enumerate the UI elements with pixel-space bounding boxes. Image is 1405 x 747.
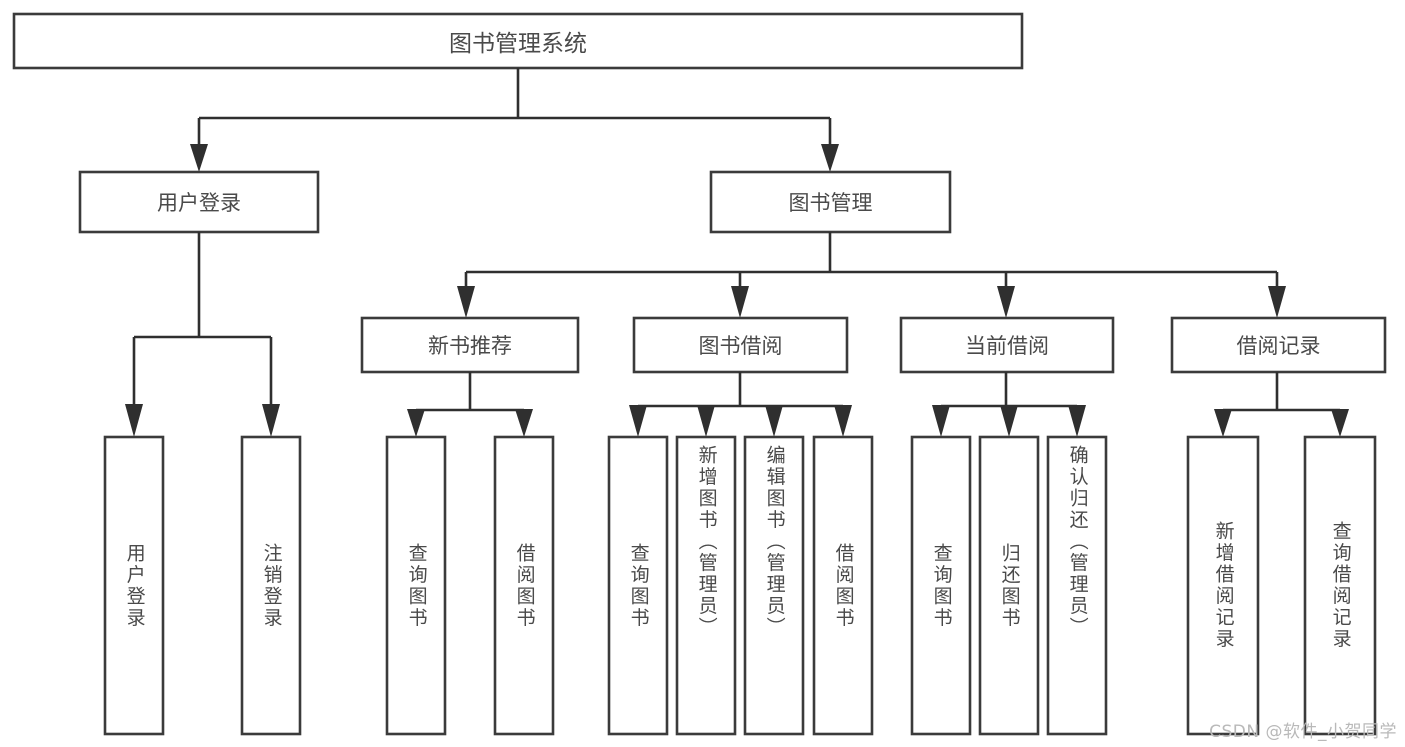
node-leaf-add-book[interactable] <box>675 435 737 736</box>
arrow-head-icon-book-borrow-leaf-4 <box>834 405 852 437</box>
arrow-head-icon-to-current-borrow <box>997 286 1015 318</box>
arrow-head-icon-current-borrow-leaf-1 <box>932 405 950 437</box>
arrow-head-icon-current-borrow-leaf-3 <box>1068 405 1086 437</box>
arrow-head-icon-borrow-record-leaf-1 <box>1214 409 1232 437</box>
arrow-head-icon-book-borrow-leaf-3 <box>765 405 783 437</box>
node-user-login[interactable] <box>78 170 320 234</box>
arrow-head-icon-root-to-user-login <box>190 144 208 172</box>
csdn-watermark: CSDN @软件_小贺同学 <box>1209 722 1397 742</box>
node-leaf-confirm-return[interactable] <box>1046 435 1108 736</box>
node-current-borrow[interactable] <box>899 316 1115 374</box>
arrow-head-icon-to-new-book-recommend <box>457 286 475 318</box>
node-leaf-add-record[interactable] <box>1186 435 1260 736</box>
arrow-head-icon-user-login-leaf-1 <box>125 404 143 437</box>
node-title-book-management-system[interactable] <box>12 12 1024 70</box>
arrow-head-icon-book-borrow-leaf-1 <box>629 405 647 437</box>
node-leaf-borrow-book-2[interactable] <box>812 435 874 736</box>
arrow-head-icon-root-to-book-manage <box>821 144 839 172</box>
node-leaf-return-book[interactable] <box>978 435 1040 736</box>
arrow-head-icon-new-book-leaf-1 <box>407 409 425 437</box>
arrow-head-icon-new-book-leaf-2 <box>515 409 533 437</box>
arrow-head-icon-borrow-record-leaf-2 <box>1331 409 1349 437</box>
node-leaf-user-login[interactable] <box>103 435 165 736</box>
node-borrow-record[interactable] <box>1170 316 1387 374</box>
arrow-head-icon-book-borrow-leaf-2 <box>697 405 715 437</box>
node-book-manage[interactable] <box>709 170 952 234</box>
node-leaf-query-book-2[interactable] <box>607 435 669 736</box>
node-leaf-borrow-book-1[interactable] <box>493 435 555 736</box>
node-book-borrow[interactable] <box>632 316 849 374</box>
node-leaf-query-record[interactable] <box>1303 435 1377 736</box>
arrow-head-icon-current-borrow-leaf-2 <box>1000 405 1018 437</box>
node-leaf-logout-login[interactable] <box>240 435 302 736</box>
arrow-head-icon-user-login-leaf-2 <box>262 404 280 437</box>
arrow-head-icon-to-borrow-record <box>1268 286 1286 318</box>
node-new-book-recommend[interactable] <box>360 316 580 374</box>
node-leaf-edit-book[interactable] <box>743 435 805 736</box>
node-leaf-query-book-3[interactable] <box>910 435 972 736</box>
node-leaf-query-book-1[interactable] <box>385 435 447 736</box>
arrow-head-icon-to-book-borrow <box>731 286 749 318</box>
